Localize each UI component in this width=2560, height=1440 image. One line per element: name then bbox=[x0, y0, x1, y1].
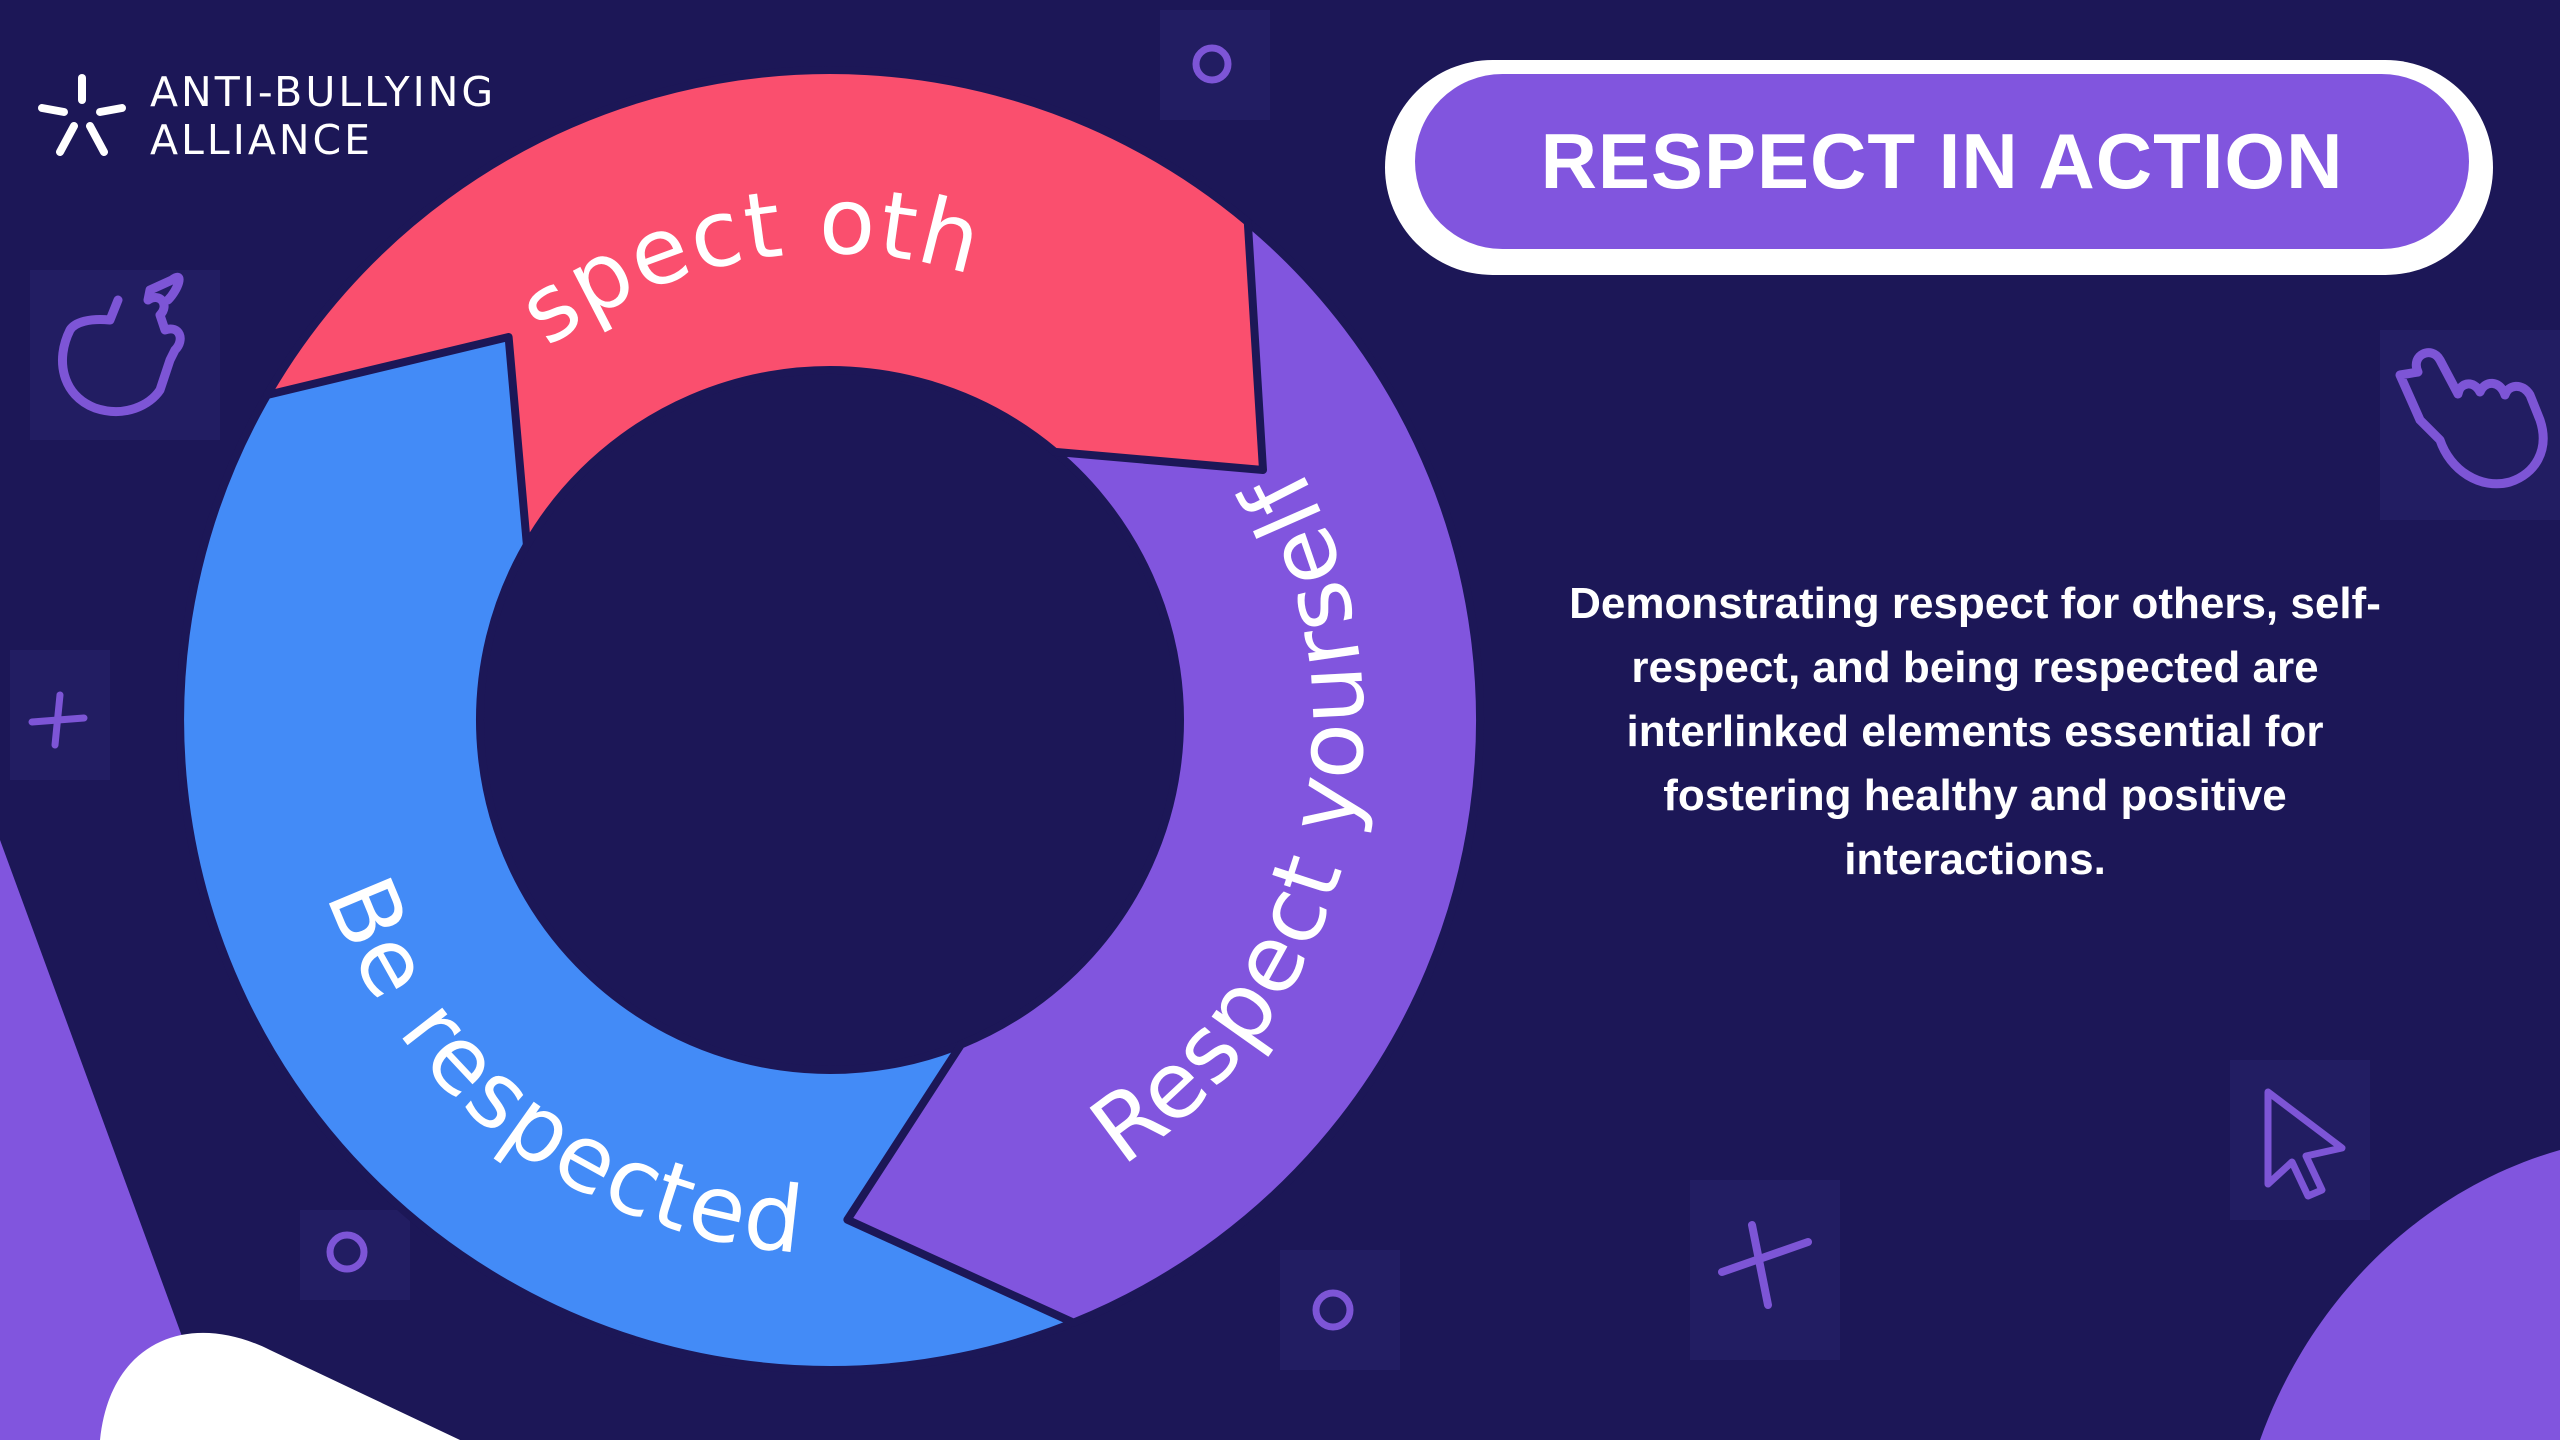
description-text: Demonstrating respect for others, self-r… bbox=[1569, 579, 2381, 884]
circle-icon bbox=[1312, 1289, 1354, 1331]
plus-icon bbox=[28, 691, 88, 749]
page-title: RESPECT IN ACTION bbox=[1415, 74, 2469, 249]
title-banner: RESPECT IN ACTION bbox=[1385, 60, 2493, 275]
circle-icon bbox=[326, 1231, 368, 1273]
bottom-right-purple-shape bbox=[2260, 1150, 2560, 1440]
star-logo-icon bbox=[38, 74, 126, 156]
logo-text: ANTI-BULLYING ALLIANCE bbox=[150, 68, 496, 164]
plus-icon bbox=[1718, 1221, 1812, 1309]
logo: ANTI-BULLYING ALLIANCE bbox=[34, 68, 496, 164]
bottom-white-shape bbox=[100, 1332, 460, 1440]
cursor-arrow-icon bbox=[2264, 1088, 2346, 1200]
pointing-hand-icon bbox=[58, 273, 185, 416]
left-purple-shape bbox=[0, 840, 220, 1440]
segment-respect-others bbox=[263, 66, 1267, 549]
logo-line-2: ALLIANCE bbox=[150, 116, 374, 164]
pointing-hand-icon bbox=[2395, 348, 2548, 489]
segment-be-respected bbox=[176, 322, 1159, 1374]
segment-respect-yourself bbox=[843, 203, 1485, 1327]
logo-line-1: ANTI-BULLYING bbox=[150, 68, 497, 116]
circle-icon bbox=[1192, 44, 1232, 84]
